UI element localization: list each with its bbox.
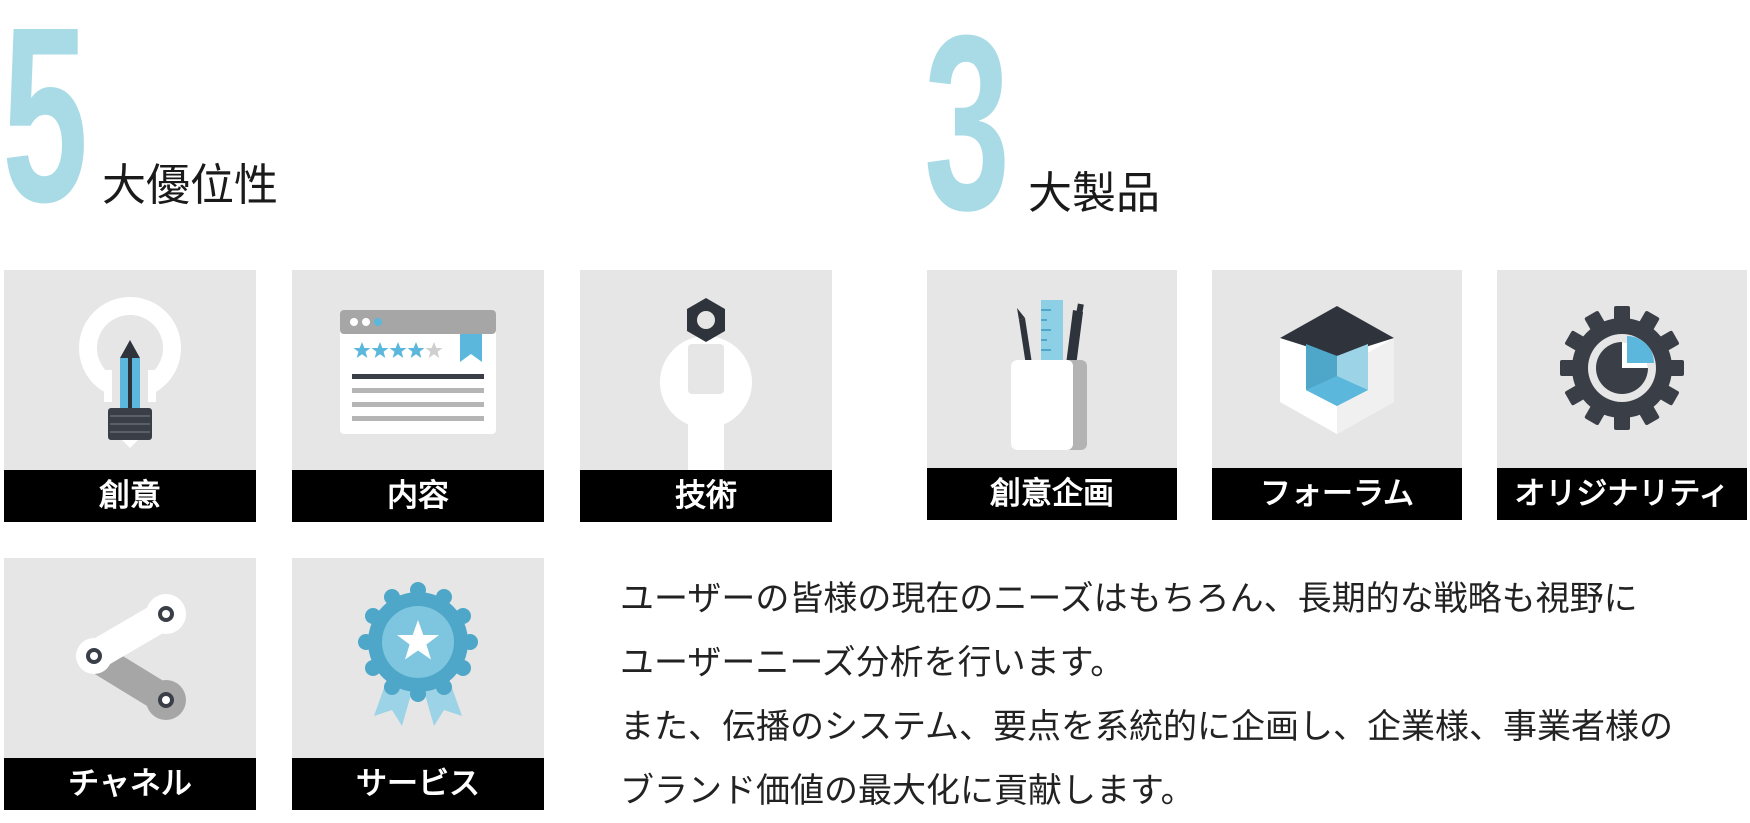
share-icon: [76, 594, 186, 720]
products-number: 3: [924, 0, 1010, 262]
advantages-heading: 5 大優位性: [2, 0, 278, 254]
tile-content[interactable]: 内容: [292, 270, 544, 522]
tile-caption: チャネル: [4, 758, 256, 810]
wrench-nut-icon: [660, 298, 752, 470]
tile-forum[interactable]: フォーラム: [1212, 270, 1462, 520]
tile-creativity[interactable]: 創意: [4, 270, 256, 522]
advantages-label: 大優位性: [102, 160, 278, 211]
tile-channel[interactable]: チャネル: [4, 558, 256, 810]
cube-icon: [1280, 306, 1394, 434]
tile-caption: 創意: [4, 470, 256, 522]
description: ユーザーの皆様の現在のニーズはもちろん、長期的な戦略も視野に ユーザーニーズ分析…: [620, 567, 1740, 823]
description-line: ブランド価値の最大化に貢献します。: [620, 771, 1195, 811]
tile-service[interactable]: サービス: [292, 558, 544, 810]
description-line: ユーザーの皆様の現在のニーズはもちろん、長期的な戦略も視野に: [620, 579, 1638, 619]
tile-caption: オリジナリティ: [1497, 468, 1747, 520]
products-heading: 3 大製品: [924, 0, 1160, 262]
description-line: また、伝播のシステム、要点を系統的に企画し、企業様、事業者様の: [620, 707, 1673, 747]
tile-caption: フォーラム: [1212, 468, 1462, 520]
award-badge-icon: [358, 582, 478, 726]
tile-originality[interactable]: オリジナリティ: [1497, 270, 1747, 520]
tile-caption: 創意企画: [927, 468, 1177, 520]
advantages-number: 5: [2, 0, 88, 254]
tile-caption: サービス: [292, 758, 544, 810]
browser-rating-icon: [340, 310, 496, 434]
description-line: ユーザーニーズ分析を行います。: [620, 643, 1125, 683]
pencil-cup-icon: [1011, 300, 1087, 450]
tile-creative-planning[interactable]: 創意企画: [927, 270, 1177, 520]
tile-technology[interactable]: 技術: [580, 270, 832, 522]
gear-chart-icon: [1560, 306, 1684, 430]
lightbulb-pencil-icon: [79, 297, 181, 448]
products-label: 大製品: [1028, 168, 1160, 219]
tile-caption: 内容: [292, 470, 544, 522]
tile-caption: 技術: [580, 470, 832, 522]
